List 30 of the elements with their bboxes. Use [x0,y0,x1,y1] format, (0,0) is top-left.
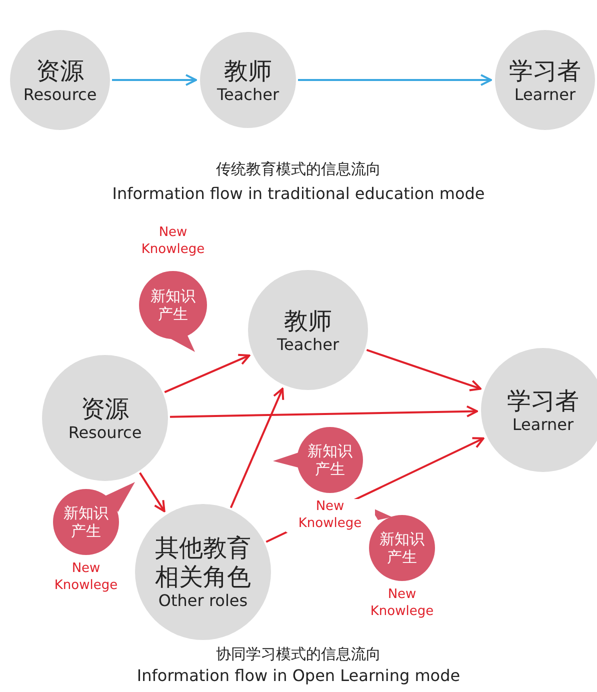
arrow [164,354,250,394]
node-label: 资源 [36,56,84,86]
arrow [366,349,482,392]
arrow [112,74,197,86]
node-label: 新知识产生 [150,287,196,323]
node-label: 学习者 [507,386,579,416]
node-label: 教师 [284,306,332,336]
node-label: 新知识产生 [306,442,354,478]
node-label: 其他教育相关角色 [154,534,252,592]
node-sublabel: Teacher [216,86,280,104]
caption-text: Information flow in Open Learning mode [136,666,462,685]
caption-text: Information flow in traditional education mode [111,184,486,203]
node-sublabel: Resource [23,86,97,104]
arrow [139,472,166,512]
annotation-text: New Knowlege [285,499,375,533]
node-label: 新知识产生 [62,504,110,540]
node-label: 资源 [81,394,129,424]
arrow [298,74,492,86]
caption-text: 传统教育模式的信息流向 [215,160,382,179]
node-sublabel: Learner [514,86,576,104]
arrow [170,405,478,418]
node-sublabel: Other roles [158,592,248,610]
node-label: 新知识产生 [378,530,426,566]
node-label: 教师 [224,56,272,86]
node-sublabel: Resource [68,424,142,442]
arrow [230,388,284,508]
node-sublabel: Teacher [276,336,340,354]
caption-text: 协同学习模式的信息流向 [215,645,382,664]
node-label: 学习者 [509,56,581,86]
node-sublabel: Learner [512,416,574,434]
